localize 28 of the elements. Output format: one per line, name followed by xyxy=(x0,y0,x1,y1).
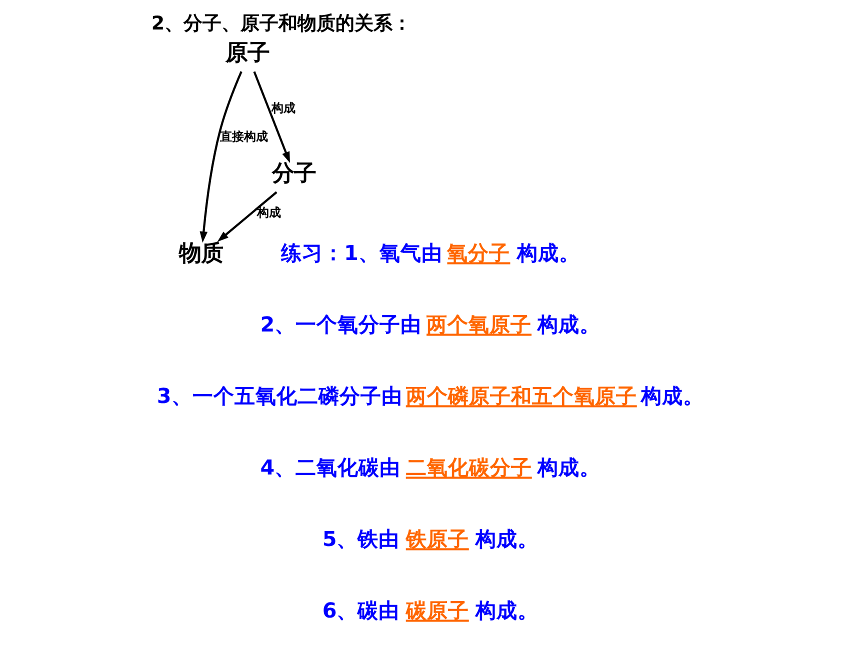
label: 氧分子 xyxy=(447,241,510,266)
edge-label: 构成 xyxy=(272,101,296,116)
label: 构成。 xyxy=(517,241,580,266)
label: 构成。 xyxy=(538,456,601,480)
label: 两个磷原子和五个氧原子 xyxy=(406,384,637,408)
label: 练习：1、氧气由 xyxy=(280,241,442,266)
label: 构成。 xyxy=(641,384,704,408)
arrow xyxy=(200,71,242,243)
label: 碳原子 xyxy=(406,598,469,623)
label: 5、铁由 xyxy=(322,527,400,552)
diagram-title: 2、分子、原子和物质的关系： xyxy=(151,12,412,35)
node-text: 物质 xyxy=(178,240,223,266)
label: 铁原子 xyxy=(406,527,469,552)
label: 两个氧原子 xyxy=(426,312,532,337)
arrow xyxy=(217,191,278,242)
label: 6、碳由 xyxy=(322,598,400,623)
arrow xyxy=(253,71,290,163)
label: 4、二氧化碳由 xyxy=(260,456,401,480)
edge-label: 直接构成 xyxy=(220,129,268,144)
label: 构成。 xyxy=(538,312,601,337)
edge-label: 构成 xyxy=(256,205,281,220)
label: 构成。 xyxy=(476,598,539,623)
node-text: 原子 xyxy=(225,40,270,66)
label: 3、一个五氧化二磷分子由 xyxy=(156,384,402,408)
label: 2、一个氧分子由 xyxy=(260,312,422,337)
label: 二氧化碳分子 xyxy=(406,456,532,480)
node-text: 分子 xyxy=(272,160,316,187)
label: 构成。 xyxy=(476,527,539,552)
